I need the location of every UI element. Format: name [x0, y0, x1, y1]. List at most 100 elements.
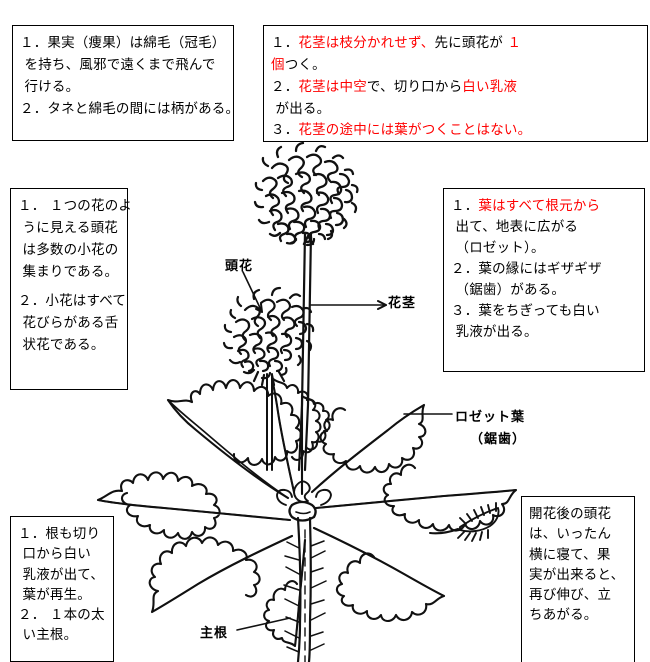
note-text: ちあがる。 — [529, 607, 598, 624]
note-line: 横に寝て、果 — [529, 545, 628, 565]
after-bloom-note-box: 開花後の頭花は、いったん横に寝て、果実が出来ると、再び伸び、立ちあがる。 — [521, 496, 635, 662]
note-text: 実が出来ると、 — [529, 566, 625, 583]
note-line: 出て、地表に広がる — [451, 217, 638, 238]
note-text: ２．タネと綿毛の間には柄がある。 — [20, 100, 240, 117]
note-text-accent: 花茎の途中には葉がつくことはない。 — [298, 122, 532, 139]
label-serration: （鋸歯） — [470, 432, 527, 447]
note-text: ２． １本の太 — [18, 607, 105, 623]
taproot-shape — [283, 516, 327, 662]
note-line: 行ける。 — [20, 77, 227, 99]
note-text: １．果実（痩果）は綿毛（冠毛） — [20, 35, 226, 51]
note-text-accent: 個 — [271, 56, 285, 73]
note-line: 口から白い — [18, 544, 107, 564]
rosette-leaves-shape — [96, 376, 518, 648]
note-line: １． １つの花のよ — [18, 196, 132, 218]
note-text: は、いったん — [529, 526, 612, 543]
callout-leader-lines — [236, 271, 453, 631]
leaf-note-box: １．葉はすべて根元から 出て、地表に広がる （ロゼット）。 ２．葉の縁にはギザギザ… — [443, 188, 645, 372]
label-rosette-leaf: ロゼット葉 — [455, 410, 526, 425]
note-line: 乳液が出る。 — [451, 322, 638, 343]
note-text-accent: 花茎は中空 — [298, 78, 367, 95]
note-text: 行ける。 — [20, 78, 80, 95]
note-text: １． — [451, 198, 479, 214]
note-line: ちあがる。 — [529, 605, 628, 625]
note-line — [18, 283, 121, 291]
note-text: １． １つの花のよ — [18, 198, 133, 214]
note-line: 開花後の頭花 — [529, 504, 628, 524]
note-text: うに見える頭花 — [18, 219, 118, 236]
note-text: １． — [271, 35, 299, 51]
note-text: つく。 — [284, 56, 326, 73]
leader-head-flower — [242, 271, 263, 313]
note-text: 出て、地表に広がる — [451, 218, 579, 235]
note-text: が出る。 — [271, 100, 331, 117]
note-line: １．果実（痩果）は綿毛（冠毛） — [20, 33, 227, 55]
label-head-flower: 頭花 — [225, 259, 254, 274]
note-line: 集まりである。 — [18, 262, 121, 284]
note-text: 状花である。 — [18, 337, 105, 354]
note-line: を持ち、風邪で遠くまで飛んで — [20, 55, 227, 77]
label-taproot: 主根 — [200, 626, 229, 641]
root-note-box: １．根も切り 口から白い 乳液が出て、 葉が再生。 ２． １本の太 い主根。 — [10, 516, 114, 662]
note-line: ３．花茎の途中には葉がつくことはない。 — [271, 120, 641, 142]
note-line: い主根。 — [18, 625, 107, 645]
note-line: 実が出来ると、 — [529, 565, 628, 585]
note-line: ２．小花はすべて — [18, 291, 126, 313]
note-text: （ロゼット）。 — [451, 239, 545, 256]
fruit-note-box: １．果実（痩果）は綿毛（冠毛） を持ち、風邪で遠くまで飛んで 行ける。 ２．タネと… — [12, 25, 239, 141]
note-text: 集まりである。 — [18, 263, 119, 280]
note-text: 横に寝て、果 — [529, 546, 611, 563]
plant-drawing — [96, 141, 518, 662]
note-line: 乳液が出て、 — [18, 565, 107, 585]
note-line: １．花茎は枝分かれせず、先に頭花が １ — [271, 33, 641, 55]
note-line: は、いったん — [529, 524, 628, 544]
note-text: ２．小花はすべて — [18, 293, 127, 310]
note-text: を持ち、風邪で遠くまで飛んで — [20, 56, 216, 73]
note-line: 再び伸び、立 — [529, 585, 628, 605]
note-text: 花びらがある舌 — [18, 315, 119, 332]
note-text: ２．葉の縁にはギザギザ — [451, 260, 602, 277]
note-text: ２． — [271, 78, 299, 95]
head-flower-note-box: １． １つの花のよ うに見える頭花 は多数の小花の 集まりである。 ２．小花はす… — [10, 188, 132, 390]
note-line: （鋸歯）がある。 — [451, 280, 638, 301]
note-text-accent: 葉はすべて根元から — [478, 198, 601, 214]
note-line: １．葉はすべて根元から — [451, 196, 638, 217]
note-line: ２． １本の太 — [18, 605, 107, 625]
label-flower-stem: 花茎 — [388, 296, 417, 311]
note-line: 花びらがある舌 — [18, 313, 121, 335]
note-line: ３．葉をちぎっても白い — [451, 301, 638, 322]
note-line: 状花である。 — [18, 335, 121, 357]
note-line: 葉が再生。 — [18, 585, 107, 605]
note-text: １．根も切り — [18, 526, 101, 542]
note-text-accent: 白い乳液 — [462, 78, 518, 95]
note-line: ２．タネと綿毛の間には柄がある。 — [20, 99, 239, 121]
note-line: が出る。 — [271, 99, 641, 121]
note-text: ３．葉をちぎっても白い — [451, 302, 600, 319]
note-text: 口から白い — [18, 546, 91, 563]
note-text: 乳液が出る。 — [451, 323, 538, 340]
note-line: うに見える頭花 — [18, 218, 121, 240]
note-text: は多数の小花の — [18, 241, 119, 258]
leader-taproot — [236, 617, 291, 631]
note-line: 個つく。 — [271, 55, 641, 77]
note-line: １．根も切り — [18, 524, 107, 544]
note-line: ２．花茎は中空で、切り口から白い乳液 — [271, 77, 641, 99]
head-flower-small-shape — [222, 286, 315, 471]
note-text: ３． — [271, 122, 299, 139]
note-line: （ロゼット）。 — [451, 238, 638, 259]
note-text: 開花後の頭花 — [529, 506, 612, 522]
note-text: 先に頭花が — [434, 35, 508, 51]
maturing-head-shape — [428, 502, 500, 542]
head-flower-top-shape — [253, 141, 359, 247]
note-text: 葉が再生。 — [18, 586, 91, 603]
note-text: で、切り口から — [366, 78, 463, 95]
note-text-accent: １ — [507, 35, 522, 51]
note-line: ２．葉の縁にはギザギザ — [451, 259, 638, 280]
note-text: い主根。 — [18, 627, 78, 644]
note-text: 再び伸び、立 — [529, 587, 612, 603]
note-text: （鋸歯）がある。 — [451, 281, 566, 298]
note-text: 乳液が出て、 — [18, 566, 105, 583]
